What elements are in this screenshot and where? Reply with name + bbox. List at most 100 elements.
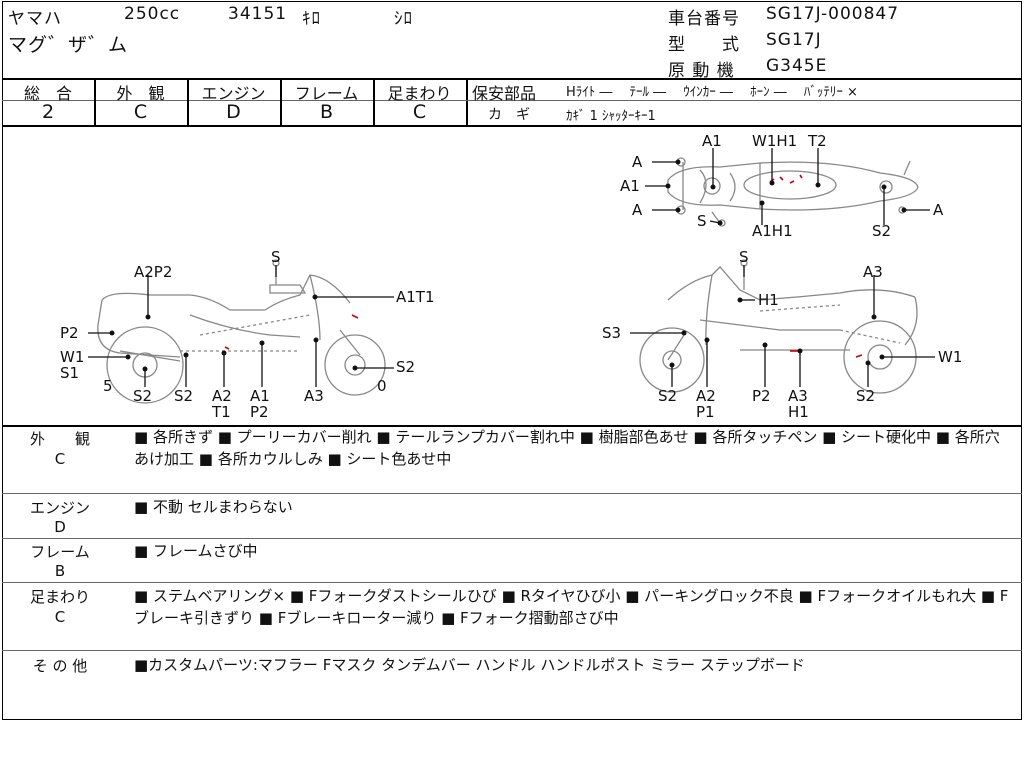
- section-label: エンジン: [29, 499, 90, 517]
- section-text: ■ 不動 セルまわらない: [134, 498, 293, 516]
- key-label: カ ギ: [488, 107, 530, 123]
- divider: [2, 125, 1022, 127]
- section-label: そ の 他: [32, 657, 88, 675]
- grade-label: エンジン: [201, 84, 266, 103]
- mileage-unit: ｷﾛ: [302, 9, 321, 29]
- section-label: 外 観: [29, 430, 90, 448]
- divider: [2, 582, 1022, 583]
- divider: [2, 425, 1022, 427]
- key-value: ｶｷﾞ 1 ｼｬｯﾀｰｷｰ1: [566, 109, 656, 124]
- displacement: 250cc: [124, 4, 181, 24]
- mark-label: P2: [60, 324, 79, 342]
- mark-label: 5: [103, 377, 113, 395]
- mark-label: W1: [938, 348, 962, 366]
- mark-label: S2: [396, 358, 415, 376]
- mark-label: S2: [872, 222, 891, 240]
- damage-marks: [224, 174, 863, 358]
- grade-value: 2: [41, 101, 55, 123]
- marker-dots: [109, 159, 907, 372]
- section-grade: C: [54, 450, 66, 468]
- divider: [2, 538, 1022, 539]
- chassis-number: SG17J-000847: [766, 4, 900, 24]
- grade-label: 総 合: [23, 84, 72, 103]
- grade-value: C: [412, 101, 427, 123]
- mark-label: A3: [863, 263, 883, 281]
- divider: [2, 493, 1022, 494]
- mark-label: S2: [856, 387, 875, 405]
- mark-label: S1: [60, 364, 79, 382]
- mark-label: S2: [658, 387, 677, 405]
- type-label: 型 式: [668, 35, 740, 55]
- maker: ヤマハ: [8, 9, 62, 29]
- section-grade: C: [54, 608, 66, 626]
- color: ｼﾛ: [394, 9, 413, 29]
- mark-label: A1T1: [396, 288, 435, 306]
- top-view-scooter: [667, 157, 919, 227]
- grade-label: フレーム: [294, 84, 359, 103]
- mark-label: W1H1: [752, 132, 797, 150]
- mark-label: T1: [211, 403, 231, 421]
- mark-label: P2: [752, 387, 771, 405]
- section-grade: D: [54, 518, 66, 536]
- mark-label: H1: [758, 291, 779, 309]
- divider: [2, 650, 1022, 651]
- mark-label: P1: [696, 403, 715, 421]
- divider: [466, 100, 1022, 101]
- damage-diagram: A A1 A A1 W1H1 T2 S A1H1 S2 A S A2P2 A1T…: [60, 132, 962, 421]
- safety-label: 保安部品: [472, 84, 537, 103]
- mileage: 34151: [228, 4, 288, 24]
- section-text: ■ 各所きず ■ プーリーカバー削れ ■ テールランプカバー割れ中 ■ 樹脂部色…: [134, 428, 1000, 468]
- chassis-label: 車台番号: [668, 9, 740, 29]
- mark-label: A3: [304, 387, 324, 405]
- mark-label: A2: [212, 387, 232, 405]
- divider: [373, 78, 375, 125]
- section-label: 足まわり: [29, 588, 90, 606]
- engine-label: 原 動 機: [668, 61, 735, 81]
- mark-label: A2: [696, 387, 716, 405]
- section-text: ■ フレームさび中: [134, 542, 258, 560]
- divider: [94, 78, 96, 125]
- mark-label: W1: [60, 348, 84, 366]
- mark-label: A: [632, 201, 643, 219]
- mark-label: H1: [788, 403, 809, 421]
- mark-label: S2: [174, 387, 193, 405]
- mark-label: S3: [602, 324, 621, 342]
- mark-label: 0: [377, 377, 387, 395]
- mark-label: P2: [250, 403, 269, 421]
- mark-label: A: [632, 153, 643, 171]
- grade-value: C: [133, 101, 148, 123]
- mark-label: S2: [133, 387, 152, 405]
- mark-label: A1H1: [752, 222, 793, 240]
- section-text: ■ ステムベアリング× ■ Fフォークダストシールひび ■ Rタイヤひび小 ■ …: [134, 587, 1009, 627]
- mark-label: A1: [702, 132, 722, 150]
- section-grade: B: [54, 562, 66, 580]
- divider: [280, 78, 282, 125]
- mark-label: A1: [620, 177, 640, 195]
- mark-label: S: [697, 212, 707, 230]
- type-value: SG17J: [766, 30, 822, 50]
- mark-label: T2: [807, 132, 827, 150]
- mark-label: A: [933, 201, 944, 219]
- section-text: ■カスタムパーツ:マフラー Fマスク タンデムバー ハンドル ハンドルポスト ミ…: [134, 656, 805, 674]
- left-view-scooter: [97, 259, 386, 404]
- divider: [187, 78, 189, 125]
- model-name: マグ゛ザ゛ム: [8, 34, 129, 56]
- mark-label: S: [271, 248, 281, 266]
- safety-items: Hﾗｲﾄ ― ﾃｰﾙ ― ｳｲﾝｶｰ ― ﾎｰﾝ ― ﾊﾞｯﾃﾘｰ ×: [566, 85, 858, 100]
- section-label: フレーム: [30, 543, 90, 561]
- grade-value: D: [226, 101, 241, 123]
- engine-value: G345E: [766, 56, 828, 76]
- divider: [466, 78, 468, 125]
- mark-label: A1: [250, 387, 270, 405]
- grade-label: 外 観: [116, 84, 165, 103]
- grade-value: B: [319, 101, 334, 123]
- right-view-scooter: [639, 259, 918, 394]
- grade-label: 足まわり: [387, 84, 452, 103]
- sheet-frame: [2, 1, 1022, 720]
- mark-label: A3: [788, 387, 808, 405]
- divider: [2, 100, 466, 101]
- leader-lines: [88, 148, 935, 387]
- divider: [2, 78, 1022, 80]
- mark-label: A2P2: [134, 263, 172, 281]
- mark-label: S: [739, 248, 749, 266]
